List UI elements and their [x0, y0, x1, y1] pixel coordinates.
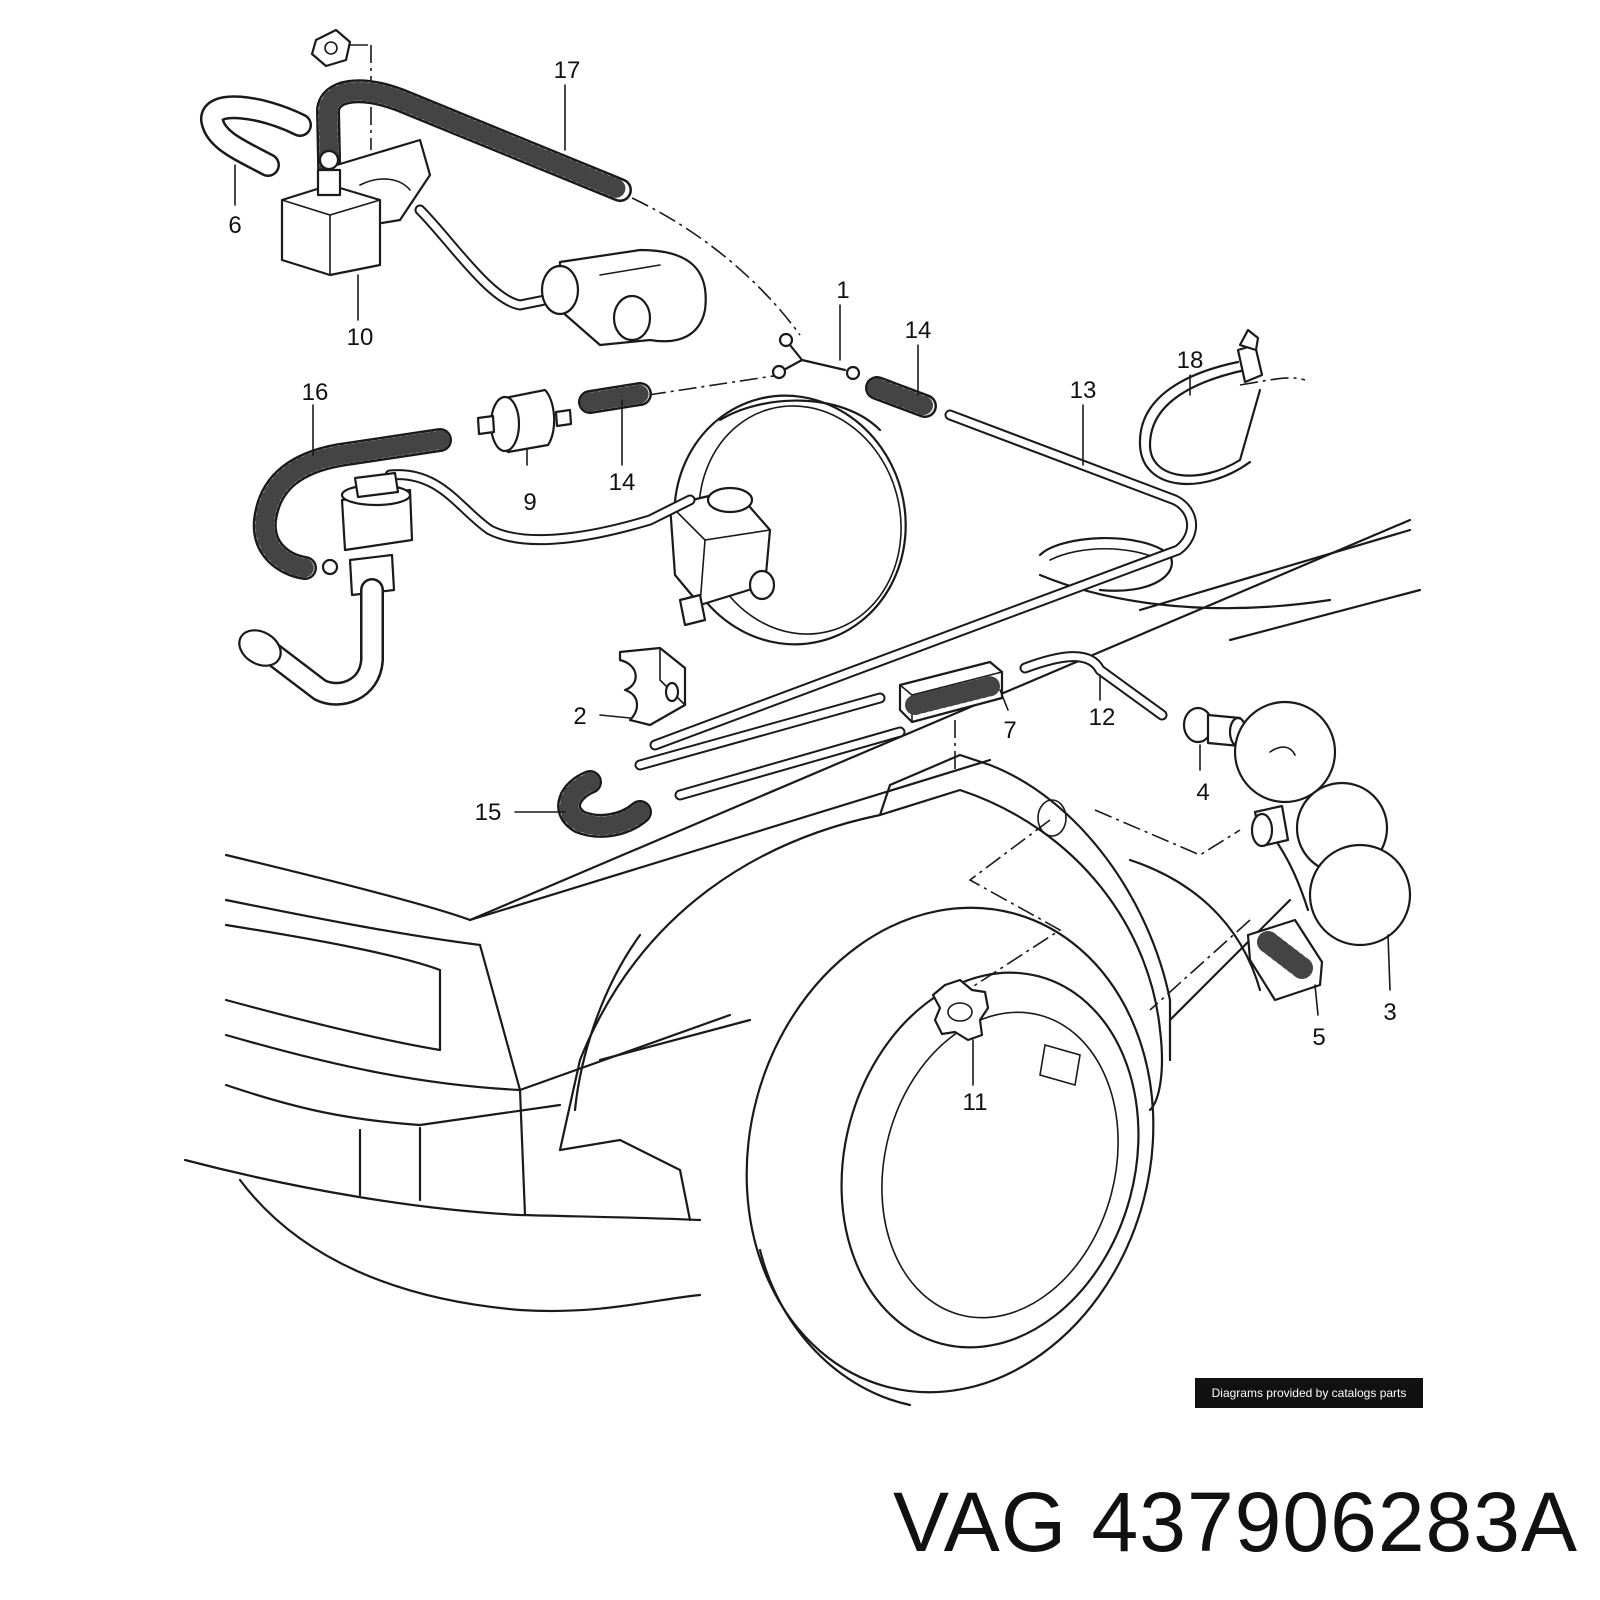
- brake-booster: [384, 394, 907, 646]
- leader-lines: [234, 84, 1391, 1086]
- part-number-caption: VAG 437906283A: [893, 1474, 1578, 1571]
- callout-11: 11: [963, 1089, 988, 1116]
- callout-labels: 1 2 3 4 5 6 7 9 10 11 12 13 14 14 15 16 …: [228, 57, 1396, 1116]
- assembly-lines: [350, 44, 1306, 1011]
- callout-9: 9: [523, 489, 536, 516]
- callout-15: 15: [475, 799, 502, 826]
- brand-name: VAG: [893, 1475, 1068, 1569]
- car-body-outline: [183, 518, 1422, 1313]
- callout-4: 4: [1196, 779, 1209, 806]
- callout-5: 5: [1312, 1024, 1325, 1051]
- callout-12: 12: [1089, 704, 1116, 731]
- callout-14-right: 14: [905, 317, 932, 344]
- callout-10: 10: [347, 324, 374, 351]
- part-cable-tie-18: [1138, 328, 1264, 485]
- watermark-badge: Diagrams provided by catalogs parts: [1195, 1378, 1423, 1408]
- part-clip-2: [618, 646, 687, 727]
- callout-7: 7: [1003, 717, 1016, 744]
- part-nut-11: [931, 978, 990, 1042]
- part-hose-16: [238, 428, 452, 706]
- part-number: 437906283A: [1091, 1475, 1578, 1569]
- callout-18: 18: [1177, 347, 1204, 374]
- callout-14-left: 14: [609, 469, 636, 496]
- callout-1: 1: [836, 277, 849, 304]
- callout-17: 17: [554, 57, 581, 84]
- part-lower-lines: [557, 651, 1248, 838]
- wheel-arch-and-wheel: [558, 753, 1292, 1407]
- part-t-piece-and-lines: [476, 332, 1198, 751]
- part-assembly-top: [200, 28, 707, 347]
- callout-2: 2: [573, 703, 586, 730]
- callout-13: 13: [1070, 377, 1097, 404]
- callout-6: 6: [228, 212, 241, 239]
- part-reservoir-3: [1233, 700, 1412, 1002]
- callout-3: 3: [1383, 999, 1396, 1026]
- callout-16: 16: [302, 379, 329, 406]
